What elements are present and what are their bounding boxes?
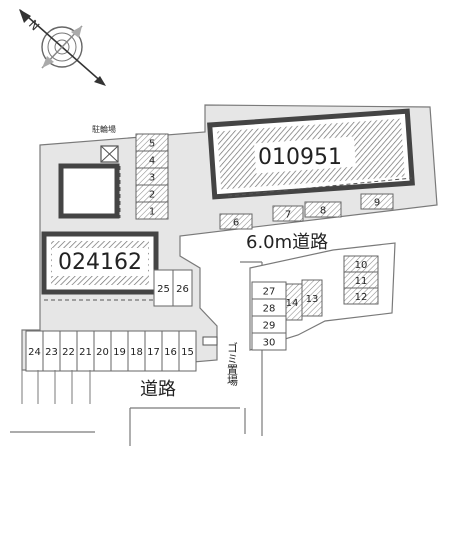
parking-space[interactable]: 11	[343, 271, 379, 289]
parking-space-label: 25	[157, 284, 170, 295]
parking-middle-pair: 25 26	[153, 269, 193, 307]
parking-space[interactable]: 1	[135, 201, 169, 220]
parking-right-pair: 14 13	[281, 279, 323, 321]
parking-space[interactable]: 3	[135, 167, 169, 186]
parking-space[interactable]: 28	[251, 298, 287, 317]
parking-space-label: 4	[149, 156, 155, 167]
parking-space-label: 22	[62, 347, 75, 358]
parking-space[interactable]: 20	[93, 330, 112, 372]
building-024162[interactable]: 024162	[41, 231, 159, 295]
parking-right-stack-lower: 27 28 29 30	[251, 281, 287, 351]
parking-column-stack: 5 4 3 2 1	[135, 133, 169, 220]
parking-space-label: 18	[130, 347, 143, 358]
parking-space-label: 2	[149, 190, 155, 201]
parking-space-label: 13	[306, 294, 319, 305]
compass-north-label: N	[26, 17, 42, 33]
parking-space-label: 29	[263, 321, 276, 332]
parking-space[interactable]: 30	[251, 332, 287, 351]
parking-space[interactable]: 26	[172, 269, 193, 307]
parking-space[interactable]: 4	[135, 150, 169, 169]
compass: N	[19, 9, 106, 86]
parking-top-row: 6 7 8 9	[219, 193, 394, 230]
parking-space[interactable]: 2	[135, 184, 169, 203]
lower-parking-lines	[21, 370, 91, 404]
parking-space-label: 26	[176, 284, 189, 295]
garbage-area-box	[202, 336, 218, 346]
parking-space-label: 28	[263, 304, 276, 315]
parking-space-label: 11	[355, 276, 368, 287]
parking-space-box	[304, 201, 342, 218]
parking-right-stack-upper: 10 11 12	[343, 255, 379, 305]
parking-space[interactable]: 8	[304, 201, 342, 218]
parking-space-label: 15	[181, 347, 194, 358]
parking-bottom-row: 24 23 22 21 20 19 18 17 16 15	[25, 330, 197, 372]
parking-space-label: 19	[113, 347, 126, 358]
small-building[interactable]	[58, 163, 120, 219]
building-dashed-line	[227, 177, 413, 197]
parking-space-label: 7	[285, 210, 291, 221]
parking-space[interactable]: 21	[76, 330, 95, 372]
parking-space[interactable]: 15	[178, 330, 197, 372]
parking-space-label: 16	[164, 347, 177, 358]
parking-space[interactable]: 27	[251, 281, 287, 300]
parking-space-box	[172, 269, 193, 307]
parking-space[interactable]: 5	[135, 133, 169, 152]
parking-space-label: 8	[320, 206, 326, 217]
parking-space[interactable]: 22	[59, 330, 78, 372]
parking-space-label: 6	[233, 218, 239, 229]
parking-space[interactable]: 9	[360, 193, 394, 210]
parking-space[interactable]: 19	[110, 330, 129, 372]
bicycle-parking-x2	[100, 145, 119, 163]
bicycle-parking: 駐輪場	[92, 124, 119, 163]
parking-space[interactable]: 6	[219, 213, 253, 230]
parking-space-label: 20	[96, 347, 109, 358]
parking-space-box	[272, 205, 304, 222]
parking-space-label: 17	[147, 347, 160, 358]
parking-space-label: 1	[149, 207, 155, 218]
parking-space-box	[343, 287, 379, 305]
parking-space[interactable]: 18	[127, 330, 146, 372]
building-label-024162: 024162	[58, 250, 142, 275]
parking-space-label: 10	[355, 260, 368, 271]
parking-space[interactable]: 29	[251, 315, 287, 334]
parking-space-label: 12	[355, 292, 368, 303]
parking-space-label: 5	[149, 139, 155, 150]
parking-space-box	[219, 213, 253, 230]
parking-space[interactable]: 25	[153, 269, 174, 307]
parking-space-box	[301, 279, 323, 317]
parking-space[interactable]: 10	[343, 255, 379, 273]
parking-space-label: 30	[263, 338, 276, 349]
parking-space-label: 21	[79, 347, 92, 358]
building-010951[interactable]: 010951	[207, 108, 415, 200]
parking-space[interactable]: 7	[272, 205, 304, 222]
parking-space-box	[178, 330, 197, 372]
parking-space[interactable]: 13	[301, 279, 323, 317]
garbage-area: ゴミ置場	[202, 336, 239, 387]
road-label: 道路	[140, 379, 176, 400]
main-road-label: 6.0m道路	[246, 232, 328, 253]
bicycle-parking-label: 駐輪場	[92, 124, 116, 134]
garbage-area-label: ゴミ置場	[226, 341, 239, 387]
parking-space-label: 3	[149, 173, 155, 184]
parking-space[interactable]: 24	[25, 330, 44, 372]
parking-space-box	[135, 201, 169, 220]
parking-space[interactable]: 17	[144, 330, 163, 372]
parking-space-box	[251, 332, 287, 351]
parking-space-label: 14	[286, 298, 299, 309]
parking-space-label: 23	[45, 347, 58, 358]
parking-space[interactable]: 23	[42, 330, 61, 372]
parking-space-label: 9	[374, 198, 380, 209]
parking-space-box	[360, 193, 394, 210]
parking-space[interactable]: 12	[343, 287, 379, 305]
building-label-010951: 010951	[258, 145, 342, 170]
parking-space-label: 24	[28, 347, 41, 358]
parking-space-label: 27	[263, 287, 276, 298]
parking-space[interactable]: 16	[161, 330, 180, 372]
